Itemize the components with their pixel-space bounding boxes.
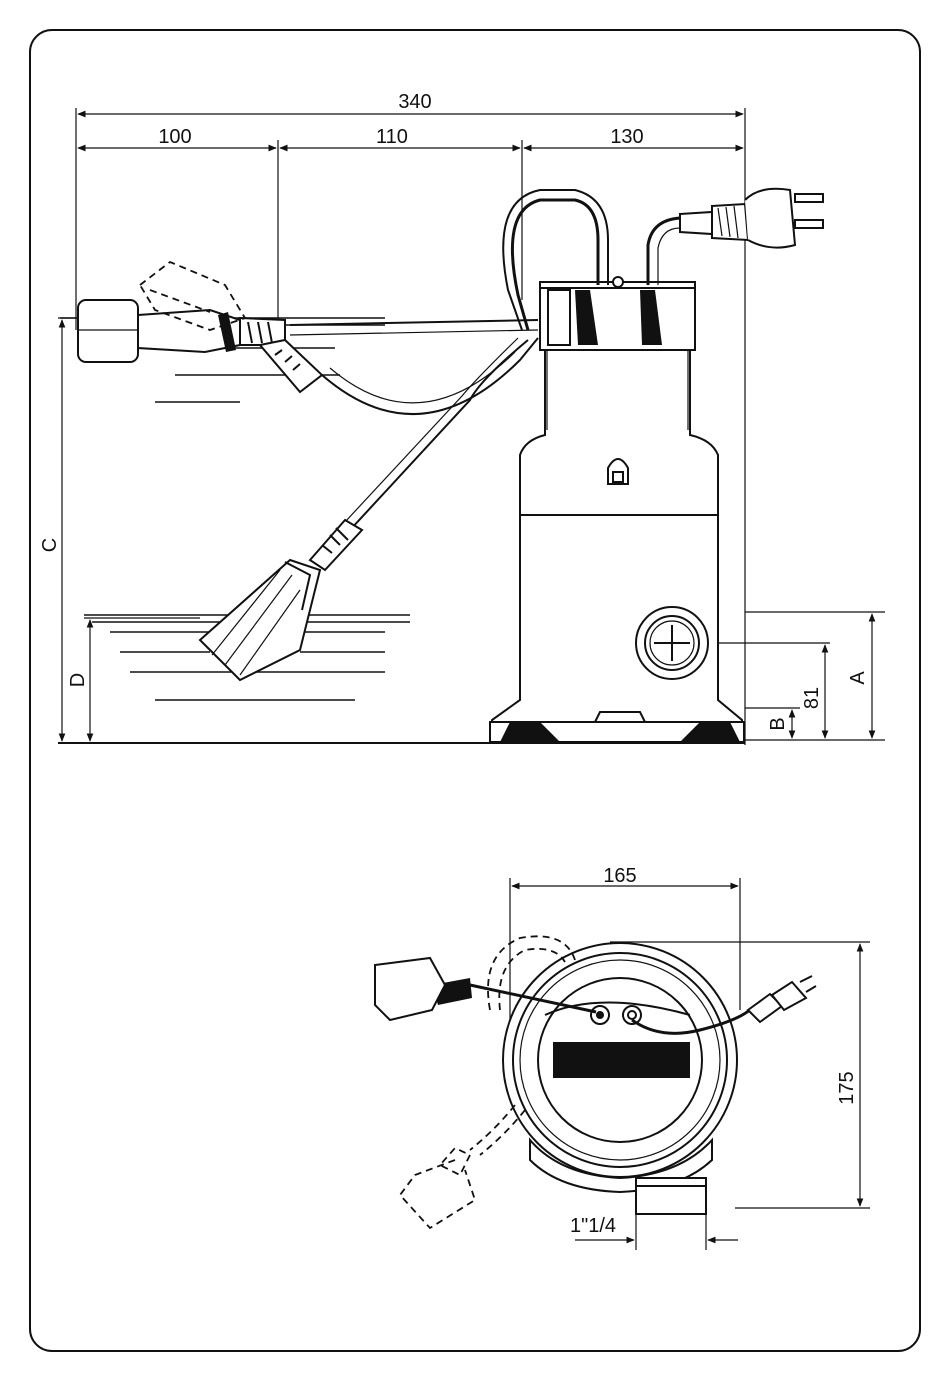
dim-base-b: B [767,717,789,730]
dim-overall-width: 340 [398,91,431,113]
dim-cable-span: 110 [376,126,408,148]
top-view: 165 175 1"1/4 [375,865,870,1250]
float-switch-up [78,300,322,392]
pump-body-side [490,277,744,743]
pump-body-top [503,943,737,1214]
dim-height-a: A [847,671,869,685]
dim-depth: 175 [836,1071,858,1104]
float-switch-down [200,520,362,680]
dim-level-d: D [67,673,89,687]
dim-pump-depth: 130 [610,126,643,148]
dim-height-c: C [39,538,61,552]
float-cable-side [290,320,538,530]
dim-diameter: 165 [603,865,636,887]
dim-outlet-thread: 1"1/4 [570,1215,616,1237]
dim-outlet-height: 81 [801,687,823,709]
dim-float-reach: 100 [158,126,191,148]
side-view: 340 100 110 130 C D A 81 B [39,91,885,745]
